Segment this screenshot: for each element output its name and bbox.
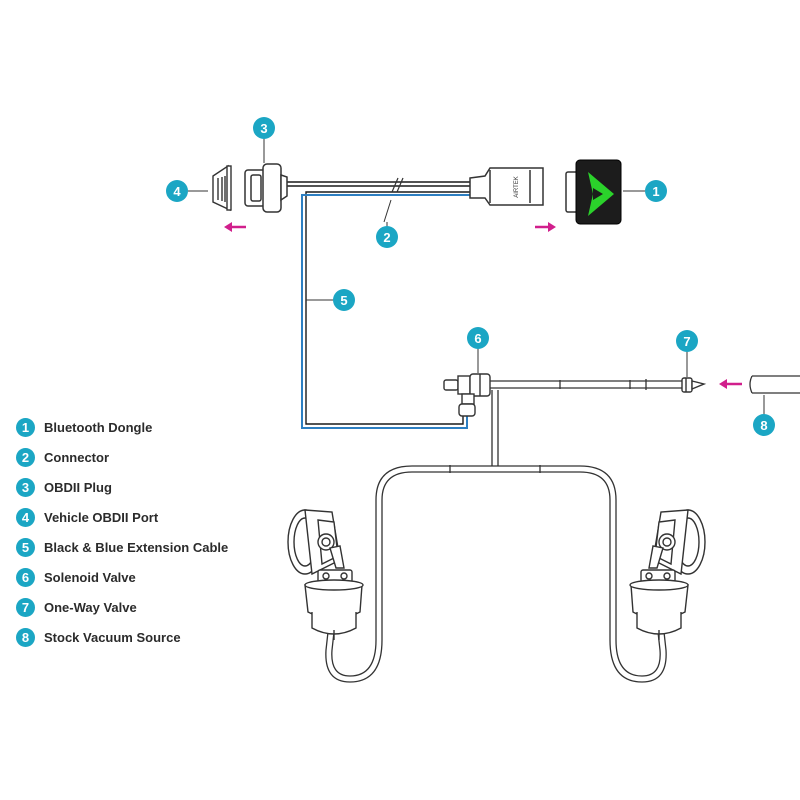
connector: AIRTEK — [469, 167, 544, 206]
svg-text:5: 5 — [340, 293, 347, 308]
svg-text:4: 4 — [173, 184, 181, 199]
legend-label: Bluetooth Dongle — [44, 419, 153, 435]
svg-text:2: 2 — [383, 230, 390, 245]
vacuum-hoses — [325, 379, 682, 683]
legend-item: 3 OBDII Plug — [16, 472, 276, 502]
legend-badge: 7 — [16, 597, 35, 617]
svg-text:6: 6 — [474, 331, 481, 346]
vehicle-obdii-port — [212, 164, 232, 212]
callout-6: 6 — [467, 327, 489, 349]
stock-vacuum-source — [749, 375, 800, 394]
legend-badge: 4 — [16, 507, 35, 527]
legend-badge: 5 — [16, 537, 35, 557]
legend-label: Connector — [44, 449, 109, 465]
legend-badge: 3 — [16, 477, 35, 497]
legend-label: Solenoid Valve — [44, 569, 136, 585]
legend-badge: 1 — [16, 417, 35, 437]
svg-text:AIRTEK: AIRTEK — [514, 176, 520, 198]
wastegate-actuator-right — [629, 509, 706, 640]
extension-cable — [285, 177, 470, 429]
svg-text:7: 7 — [683, 334, 690, 349]
one-way-valve — [681, 377, 707, 393]
callout-8: 8 — [753, 414, 775, 436]
legend-item: 4 Vehicle OBDII Port — [16, 502, 276, 532]
legend-badge: 2 — [16, 447, 35, 467]
legend-item: 1 Bluetooth Dongle — [16, 412, 276, 442]
callout-1: 1 — [645, 180, 667, 202]
svg-text:3: 3 — [260, 121, 267, 136]
callout-2: 2 — [376, 226, 398, 248]
legend-label: Vehicle OBDII Port — [44, 509, 159, 525]
legend-badge: 8 — [16, 627, 35, 647]
callouts: 1 2 3 4 5 6 7 8 — [166, 117, 775, 436]
bluetooth-dongle — [565, 159, 622, 225]
solenoid-valve — [443, 373, 491, 417]
svg-text:1: 1 — [652, 184, 659, 199]
callout-5: 5 — [333, 289, 355, 311]
callout-7: 7 — [676, 330, 698, 352]
svg-text:8: 8 — [760, 418, 767, 433]
arrow-left-icon — [719, 379, 742, 389]
legend-label: Stock Vacuum Source — [44, 629, 181, 645]
callout-3: 3 — [253, 117, 275, 139]
legend-label: OBDII Plug — [44, 479, 112, 495]
callout-leaders — [188, 138, 765, 415]
legend-item: 7 One-Way Valve — [16, 592, 276, 622]
legend-item: 8 Stock Vacuum Source — [16, 622, 276, 652]
legend-badge: 6 — [16, 567, 35, 587]
legend-item: 5 Black & Blue Extension Cable — [16, 532, 276, 562]
legend-item: 2 Connector — [16, 442, 276, 472]
arrow-left-icon — [224, 222, 246, 232]
callout-4: 4 — [166, 180, 188, 202]
legend-label: One-Way Valve — [44, 599, 137, 615]
obdii-plug — [244, 163, 288, 213]
legend-label: Black & Blue Extension Cable — [44, 539, 229, 555]
wastegate-actuator-left — [287, 509, 364, 640]
legend: 1 Bluetooth Dongle 2 Connector 3 OBDII P… — [16, 412, 276, 652]
arrow-right-icon — [535, 222, 556, 232]
legend-item: 6 Solenoid Valve — [16, 562, 276, 592]
